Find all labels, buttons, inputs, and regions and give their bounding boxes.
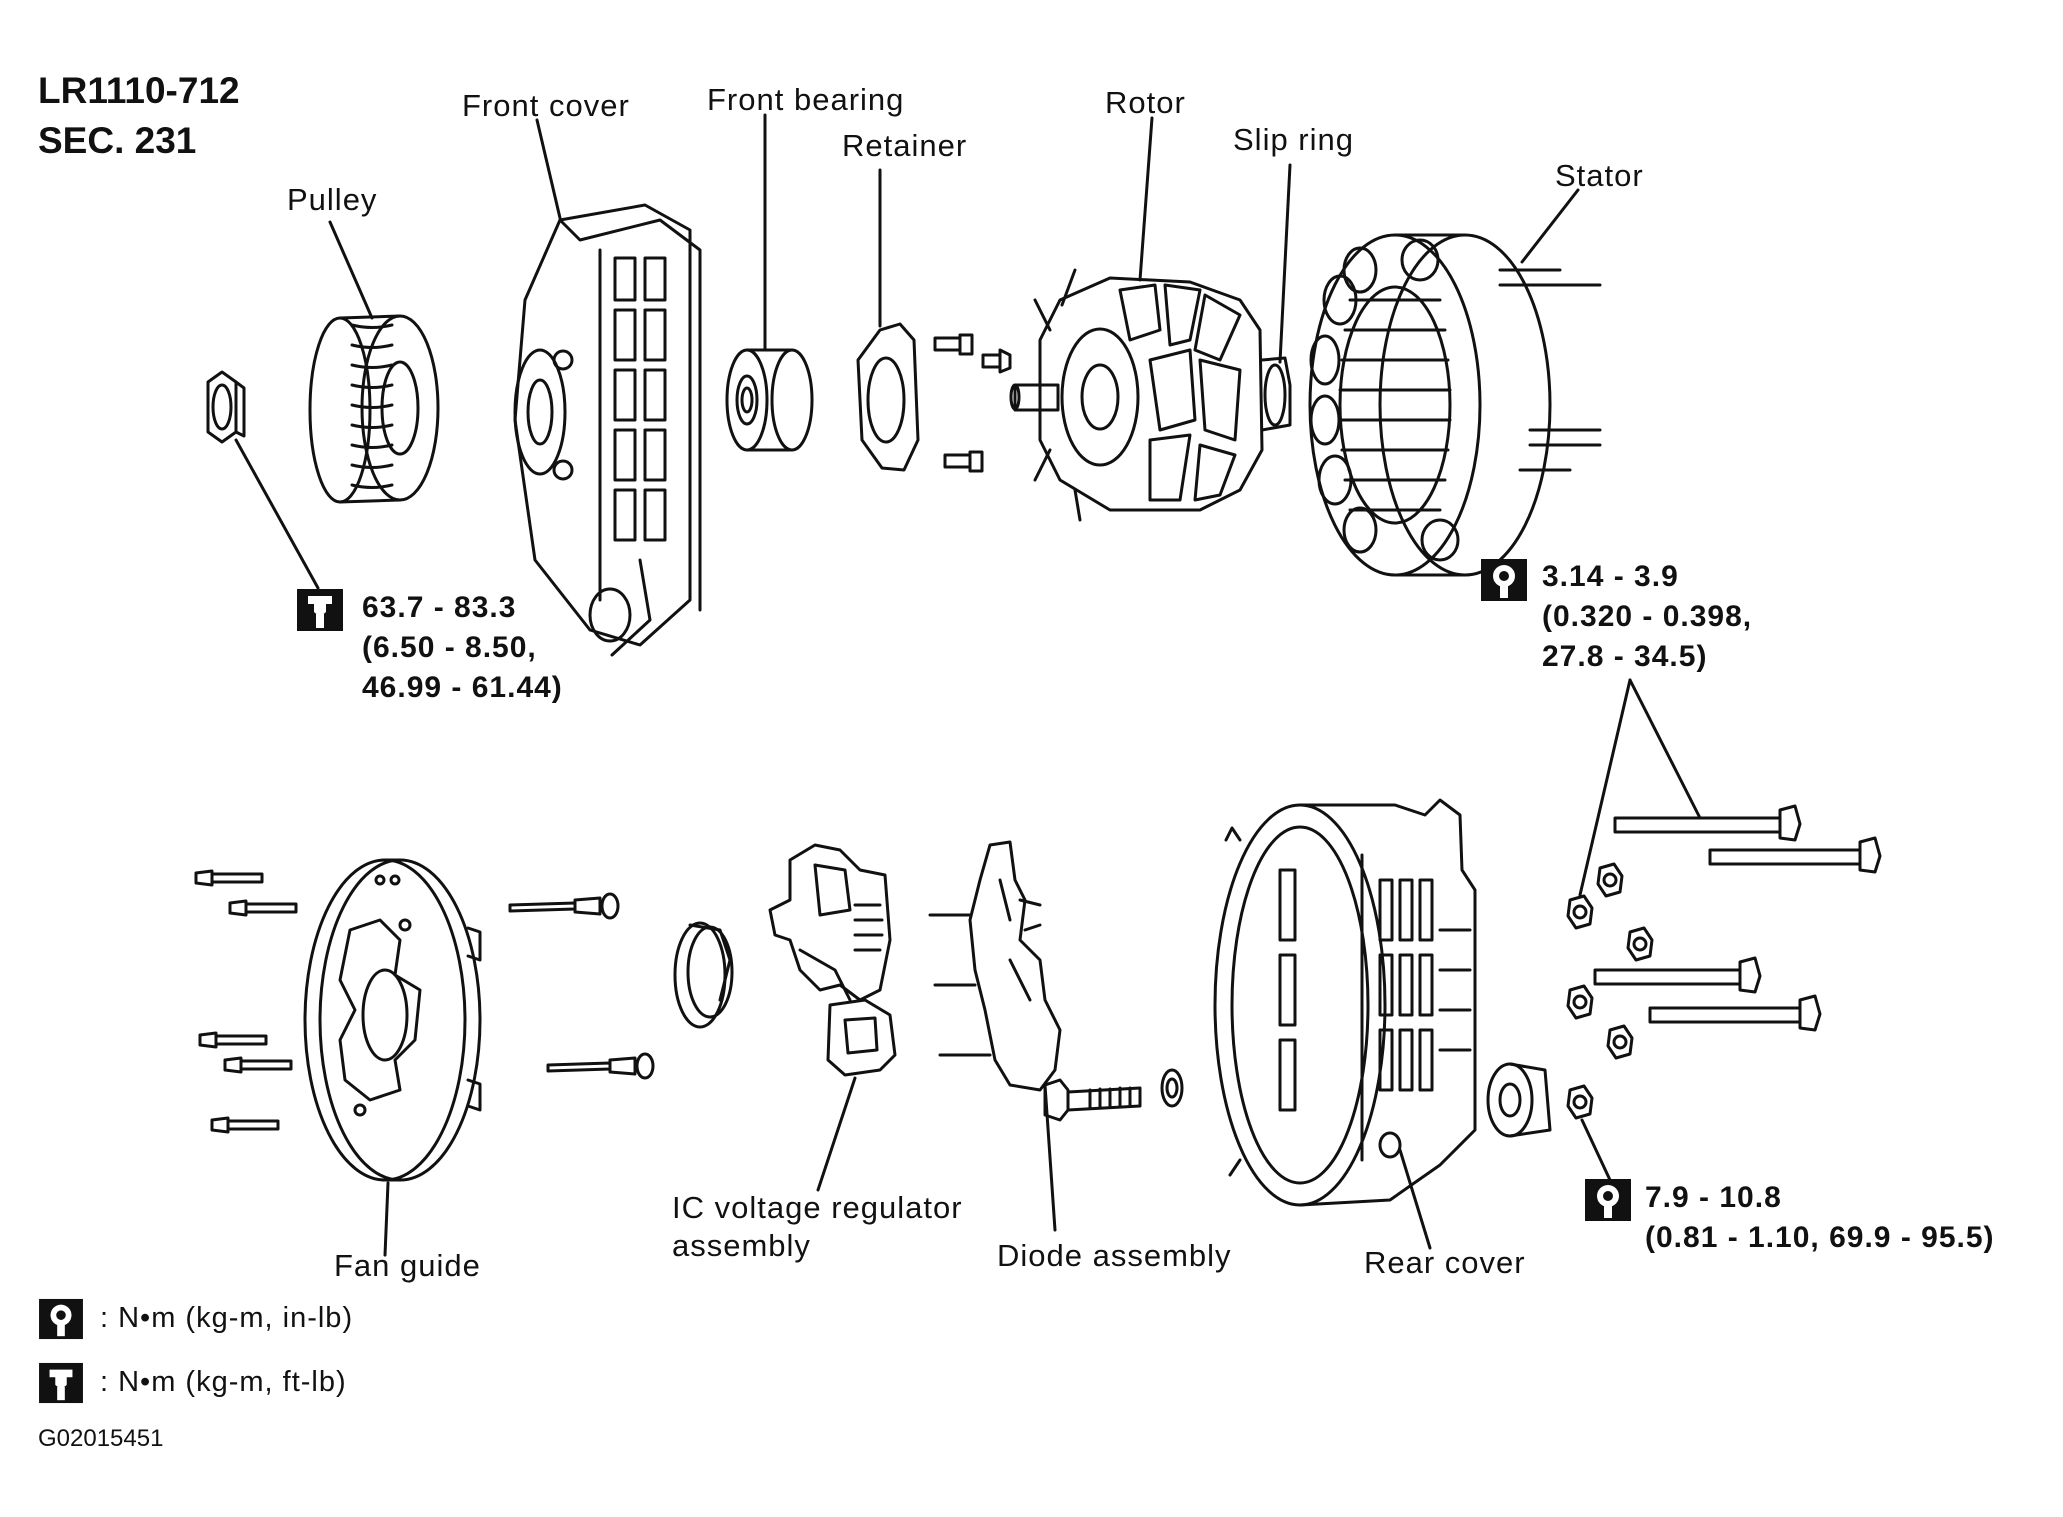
wrench-in-lb-icon — [1585, 1179, 1631, 1221]
pulley-torque-ftlb: 46.99 - 61.44) — [362, 671, 563, 704]
stator-torque: 3.14 - 3.9 (0.320 - 0.398, 27.8 - 34.5) — [1542, 557, 1752, 677]
front-bearing — [725, 348, 814, 452]
stator-torque-leader-a — [1578, 678, 1632, 897]
retainer — [856, 322, 920, 472]
wrench-in-lb-icon — [1481, 559, 1527, 601]
rivets — [508, 892, 655, 1080]
label-front-cover: Front cover — [462, 88, 630, 123]
pulley — [308, 314, 440, 504]
wrench-ft-lb-icon — [39, 1362, 83, 1404]
retainer-screws — [933, 333, 1012, 473]
pulley-torque-kgm: (6.50 - 8.50, — [362, 631, 537, 664]
rear-nut-leader — [1580, 1118, 1612, 1182]
figure-code: G02015451 — [38, 1425, 164, 1452]
label-rear-cover: Rear cover — [1364, 1245, 1526, 1280]
terminal-insulator — [1486, 1062, 1552, 1138]
fan-guide — [303, 858, 482, 1182]
rear-torque-kgm-inlb: (0.81 - 1.10, 69.9 - 95.5) — [1645, 1221, 1995, 1254]
label-retainer: Retainer — [842, 128, 968, 163]
slip-ring-leader — [1278, 163, 1292, 364]
fan-guide-leader — [383, 1181, 390, 1257]
label-ic-regulator-2: assembly — [672, 1228, 811, 1263]
pulley-nut — [206, 370, 246, 444]
label-fan-guide: Fan guide — [334, 1248, 481, 1283]
rear-nuts — [1566, 862, 1654, 1120]
stator-torque-inlb: 27.8 - 34.5) — [1542, 640, 1708, 673]
through-bolts — [1593, 804, 1882, 1032]
label-front-bearing: Front bearing — [707, 82, 905, 117]
rear-cover-leader — [1398, 1148, 1432, 1250]
stator — [1308, 233, 1602, 577]
diode-assembly-leader — [1043, 1083, 1057, 1232]
rear-cover — [1213, 798, 1477, 1207]
label-pulley: Pulley — [287, 182, 378, 217]
rotor — [1009, 268, 1292, 522]
legend-in-lb: : N•m (kg-m, in-lb) — [100, 1302, 354, 1334]
wrench-ft-lb-icon — [297, 589, 343, 631]
label-ic-regulator: IC voltage regulator — [672, 1190, 963, 1225]
legend-ft-lb: : N•m (kg-m, ft-lb) — [100, 1366, 347, 1398]
section-number: SEC. 231 — [38, 120, 197, 161]
label-diode-assembly: Diode assembly — [997, 1238, 1232, 1273]
model-number: LR1110-712 — [38, 70, 240, 111]
front-cover-leader — [535, 118, 562, 220]
label-slip-ring: Slip ring — [1233, 122, 1354, 157]
pulley-leader — [328, 220, 374, 320]
stator-torque-kgm: (0.320 - 0.398, — [1542, 600, 1753, 633]
stator-torque-nm: 3.14 - 3.9 — [1542, 560, 1679, 593]
pulley-torque-nm: 63.7 - 83.3 — [362, 591, 517, 624]
pulley-nut-torque: 63.7 - 83.3 (6.50 - 8.50, 46.99 - 61.44) — [362, 588, 563, 708]
diode-assembly — [928, 840, 1062, 1092]
rear-nut-torque: 7.9 - 10.8 (0.81 - 1.10, 69.9 - 95.5) — [1645, 1178, 1995, 1258]
stator-leader — [1520, 188, 1580, 264]
ic-voltage-regulator — [768, 843, 897, 1077]
label-stator: Stator — [1555, 158, 1644, 193]
brush-seal — [673, 921, 734, 1029]
front-cover — [513, 203, 702, 657]
label-rotor: Rotor — [1105, 85, 1186, 120]
rear-torque-nm: 7.9 - 10.8 — [1645, 1181, 1782, 1214]
stator-torque-leader-b — [1628, 678, 1702, 820]
ic-regulator-leader — [816, 1076, 857, 1192]
wrench-in-lb-icon — [39, 1298, 83, 1340]
rotor-leader — [1138, 116, 1154, 282]
fan-guide-screws — [194, 869, 298, 1134]
pulley-nut-leader — [234, 438, 320, 590]
b-terminal-bolt — [1043, 1068, 1184, 1122]
